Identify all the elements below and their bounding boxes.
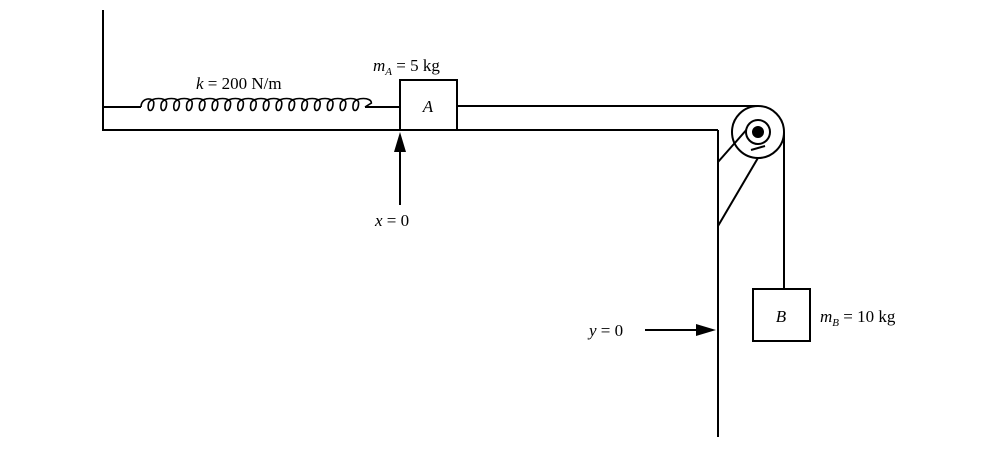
y-origin-label: y = 0 bbox=[587, 321, 623, 340]
block-a-label: A bbox=[422, 97, 434, 116]
block-b bbox=[752, 288, 811, 342]
mass-a-label: mA = 5 kg bbox=[373, 56, 440, 78]
pulley-bracket-lower-overlay bbox=[750, 145, 766, 151]
pulley-axle bbox=[752, 126, 764, 138]
spring bbox=[140, 97, 373, 112]
x-origin-arrowhead bbox=[394, 132, 406, 152]
spring-constant-label: k = 200 N/m bbox=[196, 74, 282, 93]
mass-b-label: mB = 10 kg bbox=[820, 307, 896, 329]
y-origin-arrowhead bbox=[696, 324, 716, 336]
x-origin-label: x = 0 bbox=[374, 211, 409, 230]
block-b-label: B bbox=[776, 307, 787, 326]
pulley-bracket-lower bbox=[717, 145, 766, 227]
